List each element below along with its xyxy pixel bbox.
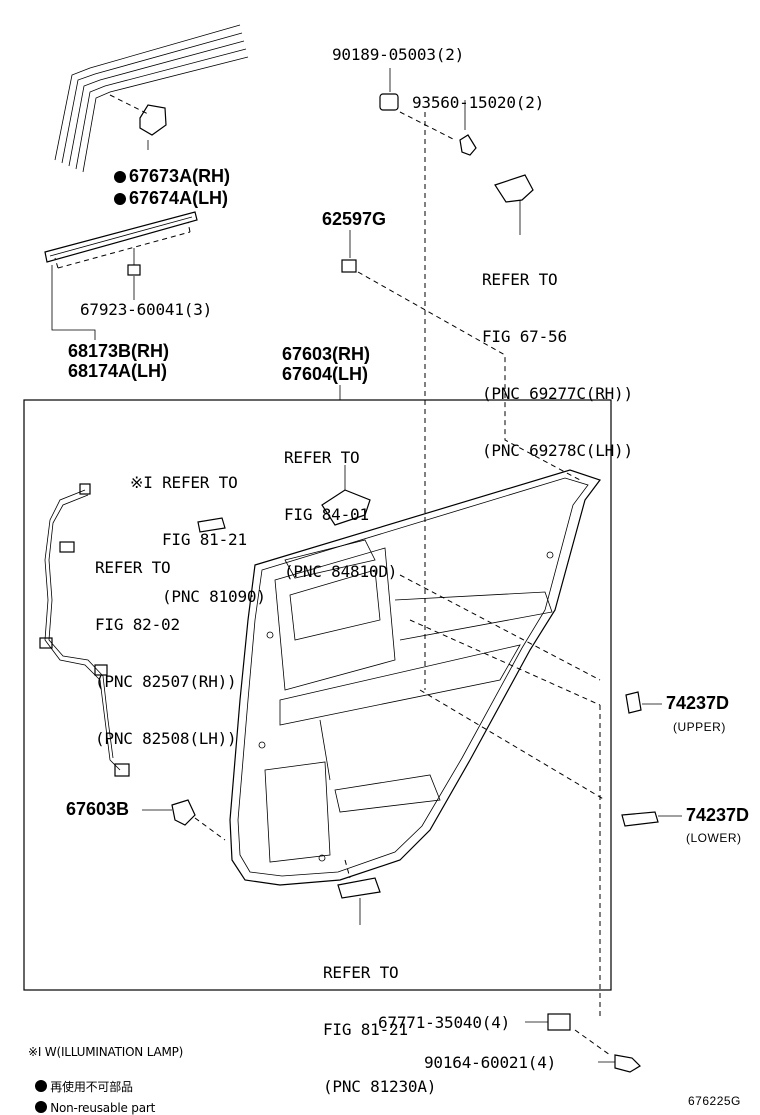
screw-90164-shape <box>614 1054 641 1073</box>
window-frame-illustration <box>54 24 249 173</box>
legend-nonreusable-jp: 再使用不可部品 <box>28 1066 133 1094</box>
refer-fig-81-21-bottom: REFER TO FIG 81-21 (PNC 81230A) <box>323 925 436 1115</box>
label-68173b: 68173B(RH) <box>68 341 170 361</box>
label-67674a: 67674A(LH) <box>104 170 228 208</box>
ref-line: (PNC 84810D) <box>284 562 398 581</box>
ref-line: FIG 82-02 <box>95 615 180 634</box>
clip-74237d-lower-shape <box>621 811 659 827</box>
ref-line: (PNC 81230A) <box>323 1077 437 1096</box>
label-68174a: 68174A(LH) <box>68 361 168 381</box>
ref-line: (PNC 69277C(RH)) <box>482 384 633 403</box>
label-90189: 90189-05003(2) <box>332 45 465 64</box>
legend-nonreusable-en: Non-reusable part <box>28 1087 155 1115</box>
pocket-81230a-shape <box>337 877 381 899</box>
wire-harness-shape <box>44 489 121 771</box>
refer-fig-81-21-top: ※I REFER TO FIG 81-21 (PNC 81090) <box>130 435 266 625</box>
nonreusable-dot-icon <box>114 171 127 183</box>
screw-93560-shape <box>459 134 477 156</box>
label-lower-note: (LOWER) <box>686 831 742 845</box>
nonreusable-dot-icon <box>35 1080 48 1092</box>
nonreusable-dot-icon <box>35 1101 48 1113</box>
label-67771: 67771-35040(4) <box>378 1013 511 1032</box>
label-93560: 93560-15020(2) <box>412 93 545 112</box>
door-trim-panel-illustration <box>229 469 601 886</box>
label-67603: 67603(RH) <box>282 344 371 364</box>
ref-line: (PNC 82508(LH)) <box>95 729 237 748</box>
ref-line: (PNC 82507(RH)) <box>95 672 237 691</box>
ref-line: REFER TO <box>95 558 171 577</box>
ref-line: REFER TO <box>482 270 558 289</box>
label-67603b: 67603B <box>66 799 130 819</box>
handle-cover-shape <box>494 174 534 203</box>
ref-line: (PNC 69278C(LH)) <box>482 441 633 460</box>
label-67673a-text: 67673A(RH) <box>129 166 231 186</box>
label-67604: 67604(LH) <box>282 364 369 384</box>
assembly-frame <box>23 399 612 991</box>
ref-line: REFER TO <box>323 963 399 982</box>
nonreusable-dot-icon <box>114 193 127 205</box>
refer-fig-67-56: REFER TO FIG 67-56 (PNC 69277C(RH)) (PNC… <box>482 232 633 479</box>
ref-line: FIG 84-01 <box>284 505 369 524</box>
ref-line: FIG 81-21 <box>323 1020 408 1039</box>
ref-line: (PNC 81090) <box>162 587 266 606</box>
clip-62597g-shape <box>341 259 357 273</box>
ref-line: ※I REFER TO <box>130 473 238 492</box>
clip-67673a-shape <box>139 104 167 136</box>
lamp-81090-shape <box>197 517 226 533</box>
switch-84810d-shape <box>321 489 371 526</box>
clip-67603b-shape <box>171 799 196 826</box>
label-90164: 90164-60021(4) <box>424 1053 557 1072</box>
refer-fig-82-02: REFER TO FIG 82-02 (PNC 82507(RH)) (PNC … <box>95 520 237 767</box>
clip-74237d-upper-shape <box>625 691 642 714</box>
ref-line: REFER TO <box>284 448 360 467</box>
clip-67771-shape <box>547 1013 571 1031</box>
legend-nonreusable-jp-text: 再使用不可部品 <box>50 1080 133 1094</box>
refer-fig-84-01: REFER TO FIG 84-01 (PNC 84810D) <box>284 410 397 600</box>
legend-nonreusable-en-text: Non-reusable part <box>50 1101 156 1115</box>
clip-90189-shape <box>379 93 399 111</box>
label-74237d-lower: 74237D <box>686 805 750 825</box>
label-67674a-text: 67674A(LH) <box>129 188 229 208</box>
label-67673a: 67673A(RH) <box>104 148 230 186</box>
ref-line: FIG 81-21 <box>162 530 247 549</box>
weatherstrip-illustration <box>44 211 198 276</box>
label-74237d-upper: 74237D <box>666 693 730 713</box>
label-67923: 67923-60041(3) <box>80 300 213 319</box>
label-62597g: 62597G <box>322 209 387 229</box>
figure-id: 676225G <box>688 1094 741 1108</box>
ref-line: FIG 67-56 <box>482 327 567 346</box>
label-upper-note: (UPPER) <box>673 720 726 734</box>
legend-illumination: ※I W(ILLUMINATION LAMP) <box>28 1045 184 1059</box>
